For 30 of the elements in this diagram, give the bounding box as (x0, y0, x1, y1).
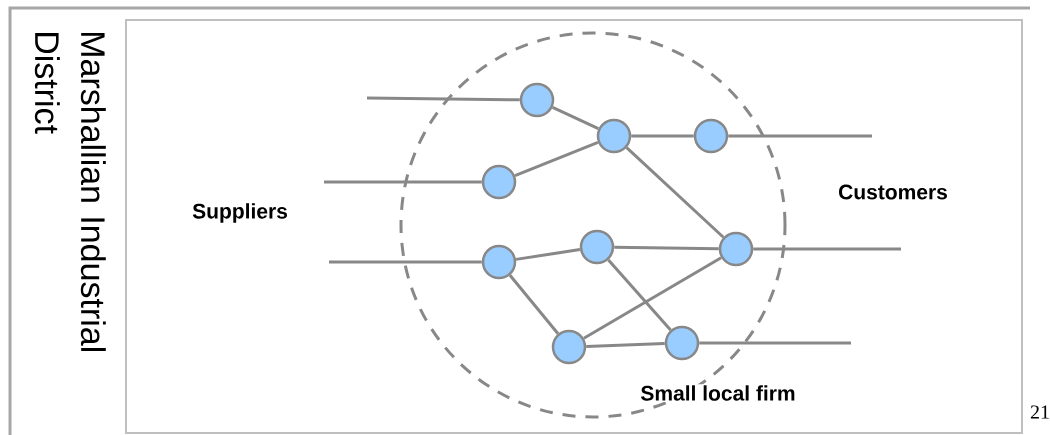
group-label: Customers (839, 184, 947, 200)
firm-circle (664, 325, 700, 361)
firm-circle (579, 229, 615, 265)
connector-line (699, 341, 851, 345)
connector-line (329, 260, 482, 264)
firm-circle (481, 164, 517, 200)
connector-line (324, 180, 482, 184)
connector-line (514, 141, 599, 177)
group-label: Suppliers (192, 203, 287, 223)
connector-line (583, 256, 722, 340)
connector-line (607, 258, 672, 332)
connector-line (728, 134, 872, 138)
title: Marshallian Industrial District (34, 33, 106, 351)
connector-line (508, 274, 560, 335)
connector-line (614, 245, 719, 251)
connector-line (552, 105, 599, 131)
firm-circle (551, 329, 587, 365)
connector-line (367, 96, 520, 102)
connector-line (586, 342, 665, 348)
group-label: Small local firm (639, 384, 797, 402)
firm-circle (519, 82, 555, 118)
connector-line (753, 247, 901, 251)
firm-circle (693, 118, 729, 154)
firm-circle (718, 231, 754, 267)
connector-line (631, 134, 694, 138)
firm-circle (596, 118, 632, 154)
firm-circle (481, 244, 517, 280)
page-number: 21 (1030, 405, 1049, 419)
connector-line (625, 146, 725, 239)
connector-line (515, 248, 581, 261)
